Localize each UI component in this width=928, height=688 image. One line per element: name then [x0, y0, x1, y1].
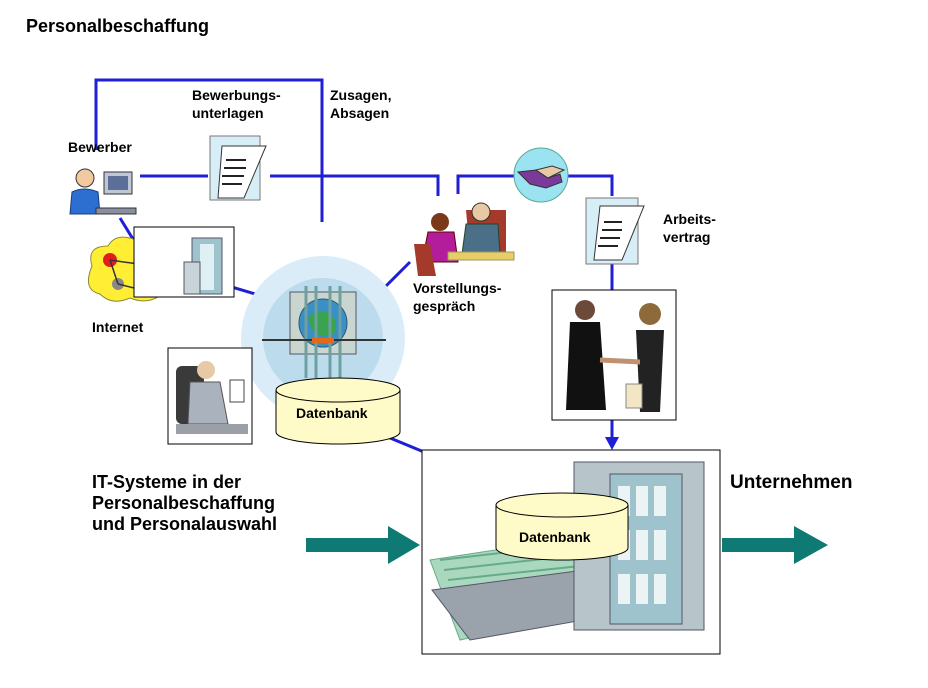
manager-desk-icon	[176, 361, 248, 434]
label-zusagen-absagen: Zusagen, Absagen	[330, 86, 391, 122]
label-arbeitsvertrag-line2: vertrag	[663, 229, 711, 245]
label-vorstellungsgespraech: Vorstellungs- gespräch	[413, 279, 501, 315]
arrowhead-company	[605, 437, 619, 450]
label-zusagen-line1: Zusagen,	[330, 87, 392, 103]
interview-scene-icon	[414, 202, 515, 276]
label-bewerbungsunterlagen: Bewerbungs- unterlagen	[192, 86, 281, 122]
database-cylinder-2	[495, 492, 629, 561]
line-handshake-vertrag	[566, 174, 614, 196]
handshake-icon	[513, 147, 569, 203]
line-unterlagen-interview	[270, 174, 440, 196]
business-handshake-photo	[566, 300, 664, 412]
application-documents-icon	[209, 135, 267, 201]
label-it-systeme-line2: Personalbeschaffung	[92, 493, 276, 513]
office-building-small-icon	[183, 237, 223, 295]
label-it-systeme-line3: und Personalauswahl	[92, 514, 278, 534]
label-unternehmen: Unternehmen	[730, 472, 853, 493]
label-bewerbungsunterlagen-line1: Bewerbungs-	[192, 87, 281, 103]
line-zusagen-loop	[94, 78, 324, 222]
label-bewerber: Bewerber	[68, 139, 132, 155]
label-it-systeme-line1: IT-Systeme in der	[92, 472, 242, 492]
page-title: Personalbeschaffung	[26, 16, 210, 36]
label-zusagen-line2: Absagen	[330, 105, 390, 121]
label-it-systeme: IT-Systeme in der Personalbeschaffung un…	[92, 472, 277, 535]
label-bewerbungsunterlagen-line2: unterlagen	[192, 105, 264, 121]
label-internet: Internet	[92, 319, 144, 335]
line-interview-handshake	[456, 174, 516, 194]
label-arbeitsvertrag-line1: Arbeits-	[663, 211, 716, 227]
database-2-label: Datenbank	[519, 529, 591, 545]
database-1-label: Datenbank	[296, 405, 368, 421]
process-arrows	[306, 526, 828, 564]
label-arbeitsvertrag: Arbeits- vertrag	[663, 210, 716, 246]
arrow-into-company	[306, 526, 420, 564]
arrow-out-of-company	[722, 526, 828, 564]
database-cylinder-1	[275, 377, 401, 445]
applicant-computer-icon	[69, 168, 137, 215]
label-vorstellung-line2: gespräch	[413, 298, 476, 314]
label-vorstellung-line1: Vorstellungs-	[413, 280, 502, 296]
employment-contract-icon	[585, 197, 645, 265]
